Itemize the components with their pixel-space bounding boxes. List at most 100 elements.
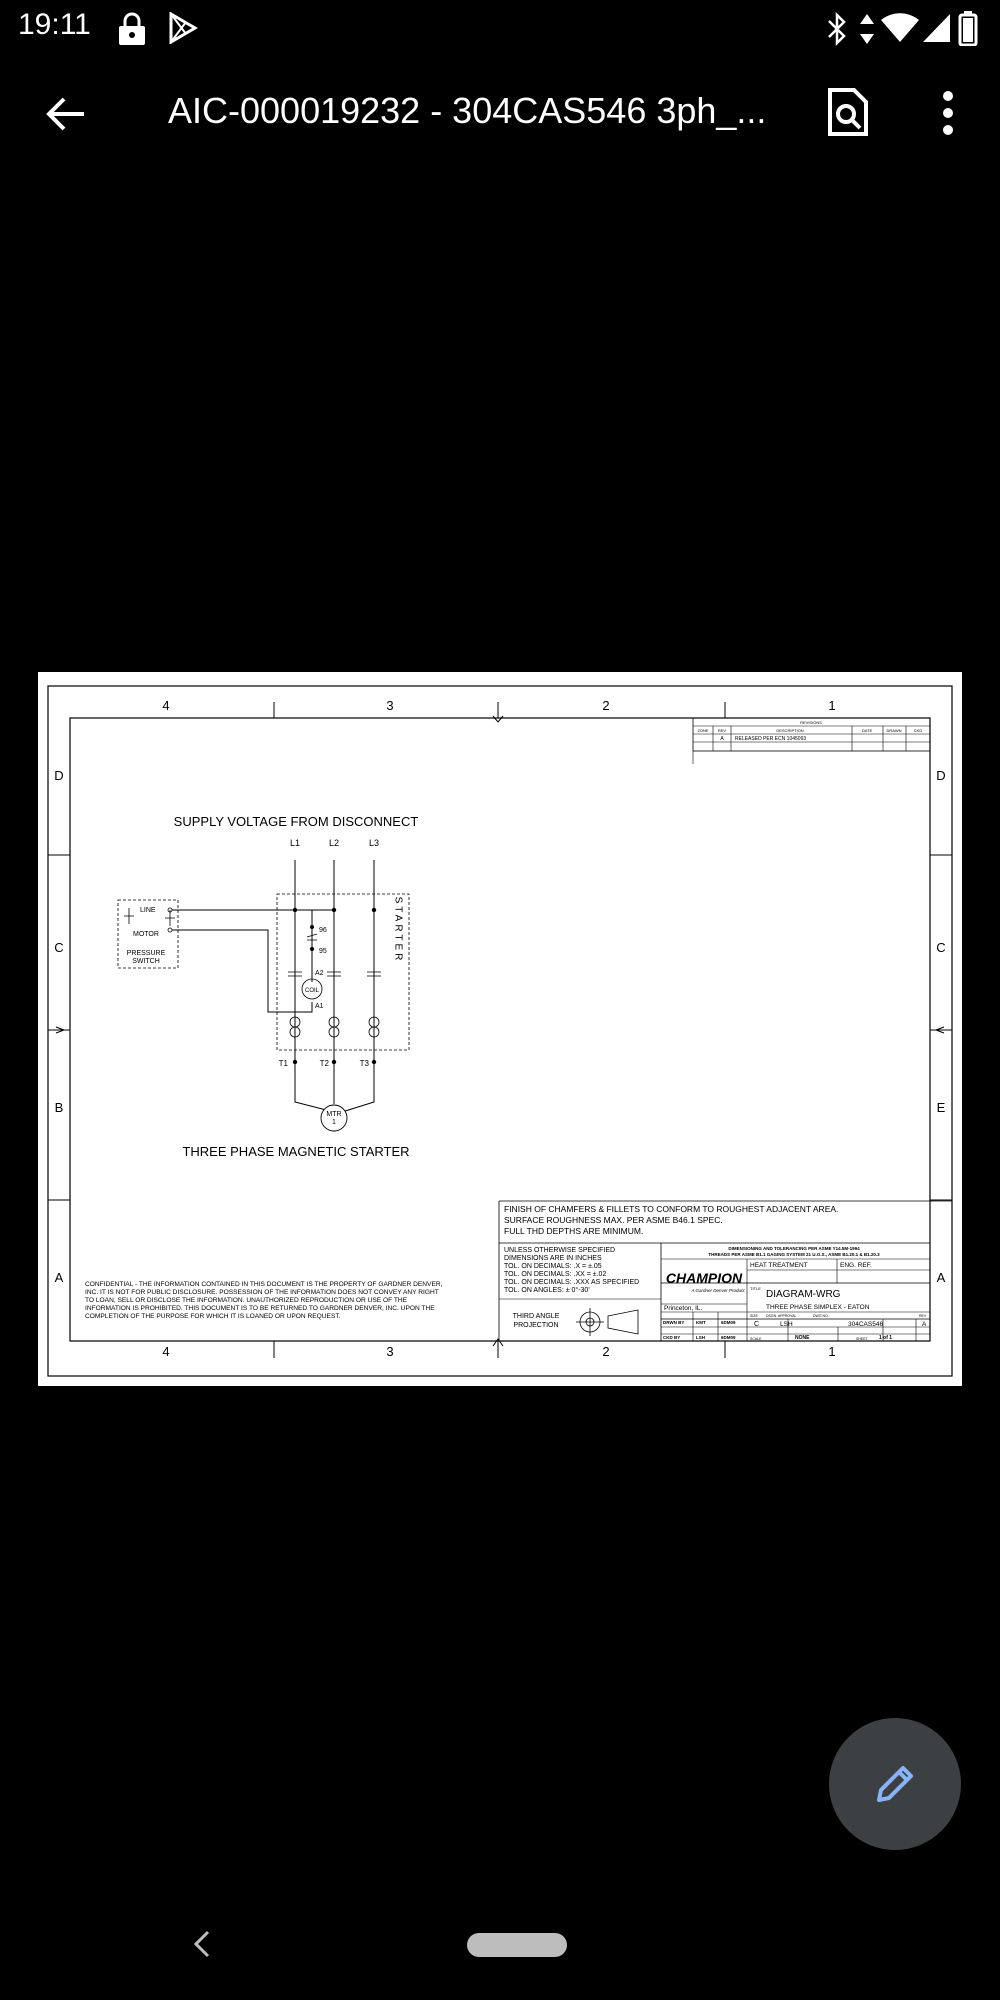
coil-symbol [301, 978, 323, 1000]
pressure-switch: LINE MOTOR PRESSURE SWITCH [117, 899, 179, 969]
notes-block: FINISH OF CHAMFERS & FILLETS TO CONFORM … [498, 1200, 952, 1341]
projection-1: THIRD ANGLE [513, 1313, 560, 1320]
starter-title: THREE PHASE MAGNETIC STARTER [182, 1144, 409, 1159]
ps-line-label: LINE [140, 907, 156, 914]
projection-2: PROJECTION [513, 1322, 558, 1329]
ps-motor-label: MOTOR [133, 931, 159, 938]
scale-label: SCALE [750, 1337, 762, 1341]
rev-col-zone: ZONE [697, 728, 708, 733]
contact-a1: A1 [315, 1003, 324, 1010]
note-2: SURFACE ROUGHNESS MAX. PER ASME B46.1 SP… [504, 1215, 723, 1225]
lock-icon [119, 12, 145, 45]
nav-back-icon[interactable] [192, 1928, 212, 1960]
zone-top-3: 3 [386, 698, 393, 713]
zone-top-2: 2 [602, 698, 609, 713]
status-time: 19:11 [18, 8, 91, 41]
revisions-header: REVISIONS [800, 720, 822, 725]
rev-col-drawn: DRAWN [887, 728, 902, 733]
row-left-d: D [54, 768, 63, 783]
zone-top-1: 1 [828, 698, 835, 713]
confidential-notice: CONFIDENTIAL - THE INFORMATION CONTAINED… [85, 1281, 443, 1320]
tol-5: TOL. ON DECIMALS: .XXX AS SPECIFIED [504, 1279, 639, 1286]
row-right-a: A [937, 1270, 946, 1285]
wifi-icon [881, 13, 919, 43]
approval-value: LSH [780, 1321, 793, 1328]
rev-label: REV [919, 1314, 927, 1318]
coil-label: COIL [305, 988, 320, 994]
terminal-t1: T1 [279, 1059, 289, 1068]
motor-label-2: 1 [332, 1119, 336, 1126]
sheet-label: SHEET [856, 1337, 869, 1341]
wiring-drawing: 4 3 2 1 4 3 2 1 D C B A D C E A REVISION… [47, 685, 953, 1377]
terminal-t2: T2 [320, 1059, 330, 1068]
dim-note-2: THREADS PER ASME B1.1 GAGING SYSTEM 21 U… [708, 1252, 880, 1257]
more-vert-icon[interactable] [938, 90, 958, 136]
heat-treatment: HEAT TREATMENT [750, 1262, 808, 1269]
data-arrows-icon [860, 14, 874, 44]
rev-col-rev: REV [718, 728, 727, 733]
size-label: SIZE [750, 1314, 758, 1318]
eng-ref: ENG. REF. [840, 1262, 872, 1269]
dwg-title: DIAGRAM-WRG [766, 1289, 841, 1300]
supply-label: SUPPLY VOLTAGE FROM DISCONNECT [174, 814, 419, 829]
tol-2: DIMENSIONS ARE IN INCHES [504, 1255, 602, 1262]
bluetooth-icon [828, 12, 846, 46]
line-l3-label: L3 [369, 838, 379, 848]
ps-label-1: PRESSURE [127, 950, 166, 957]
wiring-lines [172, 860, 375, 1113]
rev-col-desc: DESCRIPTION [776, 728, 803, 733]
arrow-back-icon[interactable] [44, 92, 88, 136]
approval-label: DSGN. APPROVAL [766, 1314, 797, 1318]
app-bar: AIC-000019232 - 304CAS546 3ph_... [0, 72, 1000, 156]
zone-bottom-4: 4 [162, 1344, 169, 1359]
rev-row-rev: A [720, 736, 724, 742]
confidential-line-4: INFORMATION IS PROHIBITED. THIS DOCUMENT… [85, 1305, 435, 1312]
row-left-c: C [54, 940, 63, 955]
size-value: C [754, 1321, 759, 1328]
motor-symbol [320, 1104, 348, 1132]
line-l1-label: L1 [290, 838, 300, 848]
tol-6: TOL. ON ANGLES: ± 0°-30' [504, 1286, 590, 1294]
cell-signal-icon [923, 14, 950, 42]
edit-fab-button[interactable] [829, 1718, 961, 1850]
ckd-by: CKD BY [663, 1335, 680, 1340]
contact-96: 96 [319, 927, 327, 934]
title-label: TITLE [750, 1286, 761, 1291]
location: Princeton, IL. [664, 1305, 702, 1312]
drwn-date: 6DM09 [721, 1320, 736, 1325]
note-3: FULL THD DEPTHS ARE MINIMUM. [504, 1226, 643, 1236]
drwn-name: KMT [696, 1320, 706, 1325]
rev-value: A [922, 1321, 927, 1328]
line-l2-label: L2 [329, 838, 339, 848]
terminal-t3: T3 [360, 1059, 370, 1068]
navigation-bar [0, 1900, 1000, 2000]
ckd-name: LSH [696, 1335, 705, 1340]
dwg-no-value: 304CAS546 [848, 1321, 883, 1328]
row-right-e: E [937, 1100, 946, 1115]
title-block: DIMENSIONING AND TOLERANCING PER ASME Y1… [661, 1246, 930, 1341]
ps-label-2: SWITCH [132, 958, 160, 965]
dwg-subtitle: THREE PHASE SIMPLEX - EATON [766, 1304, 870, 1311]
rev-col-ckd: CKD [914, 728, 923, 733]
sheet-value: 1 of 1 [879, 1335, 892, 1341]
tol-4: TOL. ON DECIMALS: .XX = ±.02 [504, 1271, 606, 1278]
document-page[interactable]: 4 3 2 1 4 3 2 1 D C B A D C E A REVISION… [38, 672, 962, 1386]
find-in-page-icon[interactable] [826, 86, 870, 138]
rev-row-desc: RELEASED PER ECN 1045093 [735, 736, 806, 742]
motor-label-1: MTR [326, 1111, 341, 1118]
drwn-by: DRWN BY [663, 1320, 684, 1325]
battery-icon [958, 11, 978, 46]
document-title: AIC-000019232 - 304CAS546 3ph_... [168, 90, 767, 131]
confidential-line-1: CONFIDENTIAL - THE INFORMATION CONTAINED… [85, 1281, 443, 1288]
confidential-line-3: TO LOAN, SELL OR DISCLOSE THE INFORMATIO… [85, 1297, 408, 1304]
contact-a2: A2 [315, 970, 324, 977]
status-bar: 19:11 [0, 0, 1000, 56]
zone-top-4: 4 [162, 698, 169, 713]
tol-3: TOL. ON DECIMALS: .X = ±.05 [504, 1263, 602, 1270]
home-pill[interactable] [467, 1933, 567, 1957]
row-right-c: C [936, 940, 945, 955]
brand-logo: CHAMPION [666, 1270, 743, 1286]
brand-sub: A Gardner Denver Product [690, 1288, 745, 1293]
row-left-b: B [55, 1100, 64, 1115]
row-right-d: D [936, 768, 945, 783]
